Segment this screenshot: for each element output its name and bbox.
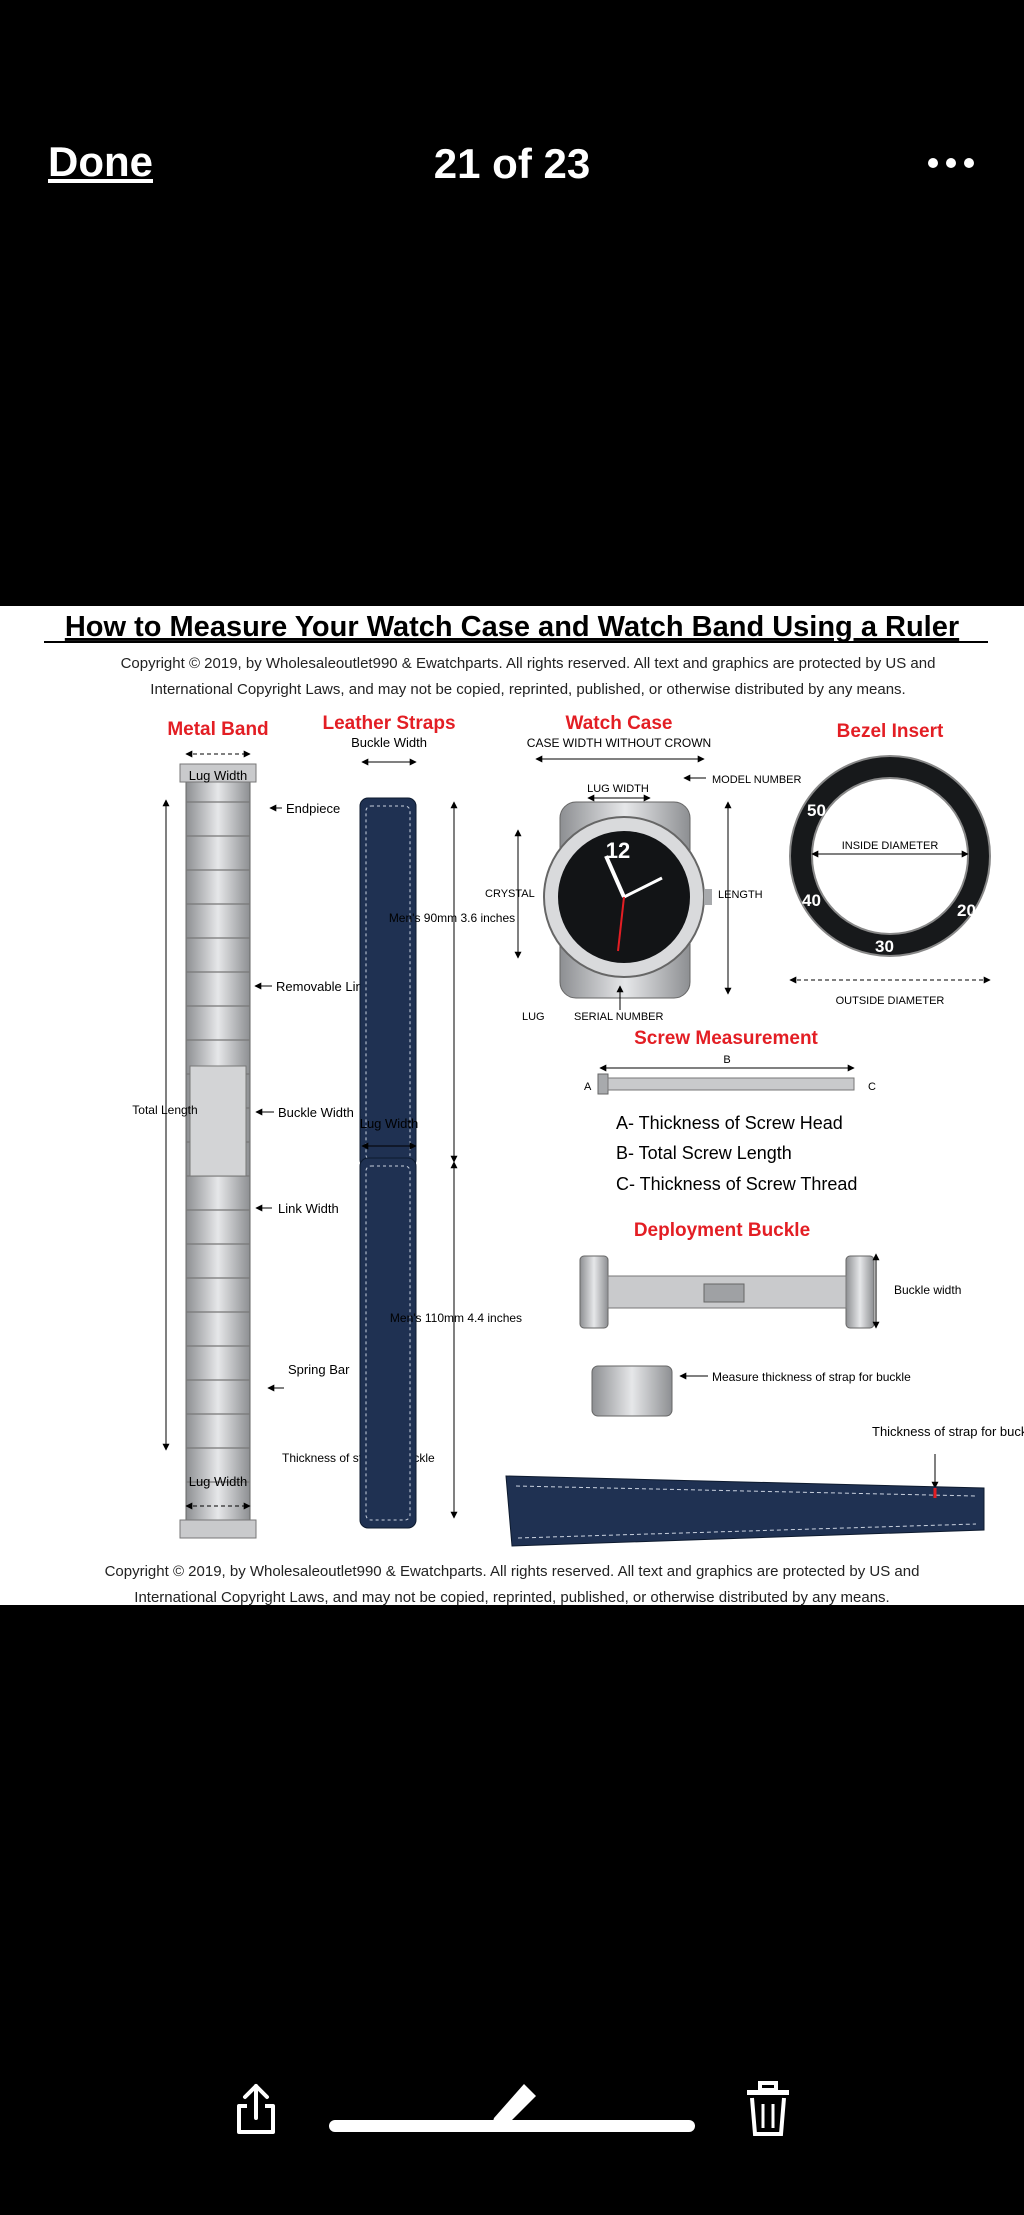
photo-image: How to Measure Your Watch Case and Watch…	[0, 606, 1024, 1605]
leather-buckle-width-label: Buckle Width	[351, 735, 427, 750]
metal-lug-width-top-label: Lug Width	[189, 768, 248, 783]
screw-label-b: B	[723, 1054, 730, 1066]
copyright-bottom-2: International Copyright Laws, and may no…	[134, 1589, 889, 1605]
ellipsis-icon[interactable]	[928, 150, 978, 174]
infographic-title: How to Measure Your Watch Case and Watch…	[65, 611, 959, 643]
bezel-numeral-30: 30	[875, 937, 894, 956]
crystal-label: CRYSTAL	[485, 888, 535, 900]
deployment-buckle-width-label: Buckle width	[894, 1283, 961, 1297]
done-button[interactable]: Done	[48, 138, 153, 185]
thickness-strap-buckle-label: Thickness of strap for buckle	[872, 1424, 1024, 1439]
screw-item-a: A- Thickness of Screw Head	[616, 1113, 843, 1133]
screw-illustration	[597, 1073, 855, 1095]
lug-label: LUG	[522, 1011, 545, 1023]
mens-90mm-label: Men's 90mm 3.6 inches	[389, 911, 515, 925]
screw-item-c: C- Thickness of Screw Thread	[616, 1174, 857, 1194]
leather-strap-long	[359, 1157, 417, 1529]
bezel-numeral-20: 20	[957, 901, 976, 920]
photo-counter: 21 of 23	[433, 140, 591, 187]
metal-buckle-width-label: Buckle Width	[278, 1105, 354, 1120]
share-icon[interactable]	[221, 2074, 291, 2144]
copyright-top-2: International Copyright Laws, and may no…	[150, 681, 905, 698]
watch-measurement-infographic: How to Measure Your Watch Case and Watch…	[44, 611, 1024, 1605]
mens-110mm-label: Men's 110mm 4.4 inches	[390, 1311, 522, 1325]
link-width-label: Link Width	[278, 1201, 339, 1216]
trash-icon[interactable]	[733, 2074, 803, 2144]
metal-lug-width-bottom-label: Lug Width	[189, 1474, 248, 1489]
deployment-strap-illustration	[505, 1475, 985, 1547]
bezel-numeral-40: 40	[802, 891, 821, 910]
measure-thickness-label: Measure thickness of strap for buckle	[712, 1370, 911, 1384]
bezel-numeral-50: 50	[807, 801, 826, 820]
home-indicator[interactable]	[329, 2120, 695, 2132]
removable-link-label: Removable Link	[276, 979, 370, 994]
leather-lug-width-label: Lug Width	[360, 1116, 419, 1131]
screw-label-c: C	[868, 1081, 876, 1093]
deployment-buckle-illustration	[579, 1255, 875, 1417]
metal-band-illustration	[179, 763, 257, 1539]
screw-label-a: A	[584, 1081, 592, 1093]
total-length-label: Total Length	[132, 1103, 197, 1117]
bezel-insert-ring: 50 40 30 20	[789, 755, 991, 957]
watch-case-illustration: 12	[543, 801, 712, 999]
length-label: LENGTH	[718, 889, 763, 901]
model-number-label: MODEL NUMBER	[712, 774, 801, 786]
svg-text:12: 12	[606, 838, 630, 863]
screw-item-b: B- Total Screw Length	[616, 1143, 792, 1163]
serial-number-label: SERIAL NUMBER	[574, 1011, 664, 1023]
spring-bar-label: Spring Bar	[288, 1362, 350, 1377]
case-lug-width-label: LUG WIDTH	[587, 783, 649, 795]
metal-band-heading: Metal Band	[167, 719, 268, 740]
outside-diameter-label: OUTSIDE DIAMETER	[836, 995, 945, 1007]
viewer-top-bar: Done 21 of 23	[0, 0, 1024, 240]
watch-case-heading: Watch Case	[566, 713, 673, 734]
leather-straps-heading: Leather Straps	[322, 713, 455, 734]
bezel-insert-heading: Bezel Insert	[837, 721, 944, 742]
screw-measurement-heading: Screw Measurement	[634, 1028, 818, 1049]
inside-diameter-label: INSIDE DIAMETER	[842, 840, 939, 852]
case-width-label: CASE WIDTH WITHOUT CROWN	[527, 736, 711, 750]
deployment-buckle-heading: Deployment Buckle	[634, 1220, 810, 1241]
leather-strap-short	[359, 797, 417, 1169]
endpiece-label: Endpiece	[286, 801, 340, 816]
viewer-bottom-toolbar	[0, 2060, 1024, 2215]
copyright-top-1: Copyright © 2019, by Wholesaleoutlet990 …	[121, 655, 936, 672]
markup-pen-icon[interactable]	[478, 2074, 548, 2144]
copyright-bottom-1: Copyright © 2019, by Wholesaleoutlet990 …	[105, 1563, 920, 1580]
